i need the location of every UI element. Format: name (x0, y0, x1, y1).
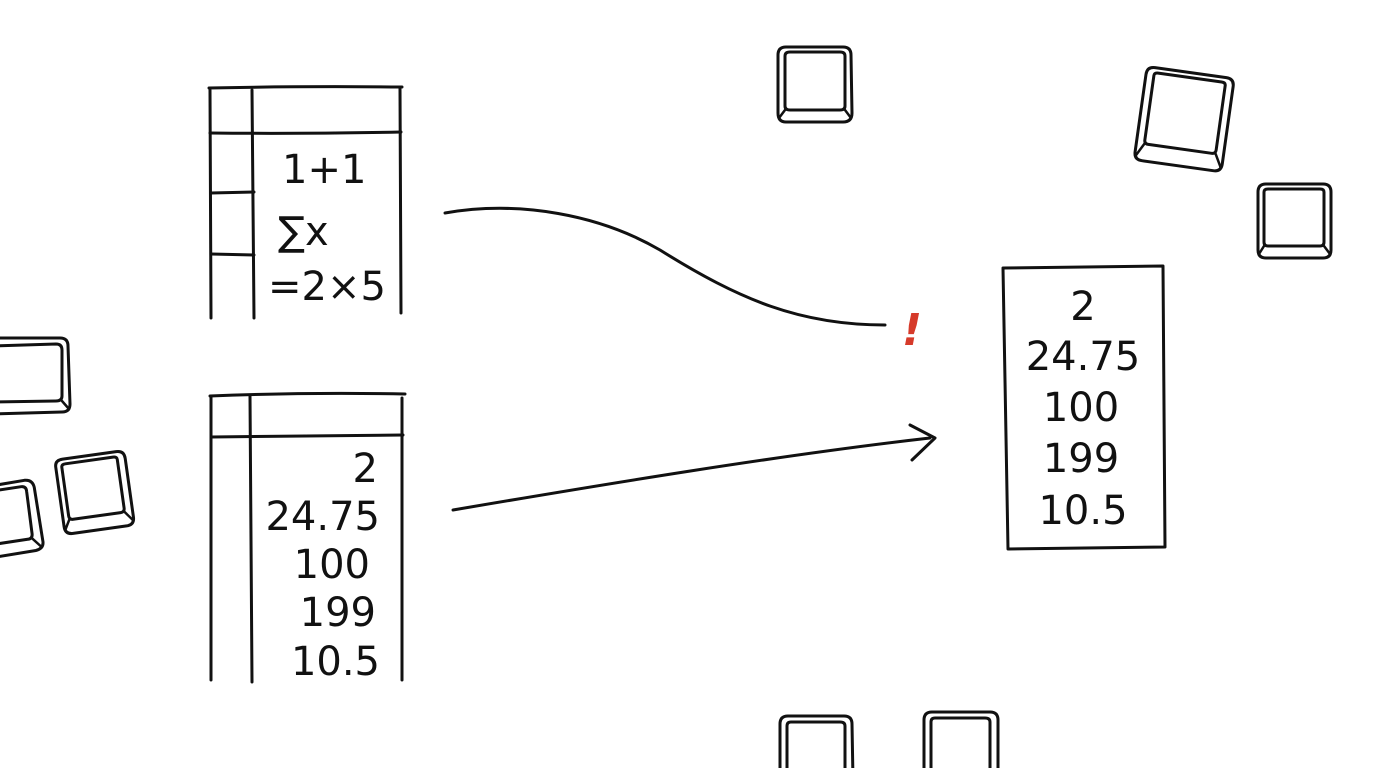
formula-sheet: 1+1 ∑x =2×5 (207, 85, 404, 320)
keycap-icon (922, 710, 1000, 768)
blocked-connector (443, 206, 887, 327)
value-cell: 24.75 (265, 494, 380, 540)
formula-cell: ∑x (278, 209, 329, 255)
value-cell: 10.5 (291, 639, 380, 685)
warning-mark: ! (902, 305, 922, 356)
keycap-icon (776, 45, 854, 124)
result-cell: 100 (1043, 385, 1119, 431)
keycap-icon (54, 449, 136, 536)
keycap-icon (778, 714, 855, 768)
value-cell: 199 (300, 590, 376, 636)
values-arrow (451, 436, 932, 512)
formula-cell: 1+1 (282, 147, 366, 193)
keycap-icon (0, 478, 45, 561)
values-sheet: 2 24.75 100 199 10.5 (208, 391, 407, 685)
result-cell: 2 (1070, 284, 1095, 330)
result-cell: 199 (1043, 436, 1119, 482)
result-cell: 24.75 (1026, 334, 1141, 380)
keycap-icon (1256, 182, 1333, 260)
keycap-icon (0, 336, 72, 416)
result-cell: 10.5 (1038, 488, 1127, 534)
keycap-icon (1133, 65, 1235, 173)
arrow-head-icon (908, 423, 937, 462)
value-cell: 2 (353, 446, 378, 492)
formula-cell: =2×5 (268, 264, 386, 310)
value-cell: 100 (294, 542, 370, 588)
result-list: 2 24.75 100 199 10.5 (1001, 264, 1167, 551)
